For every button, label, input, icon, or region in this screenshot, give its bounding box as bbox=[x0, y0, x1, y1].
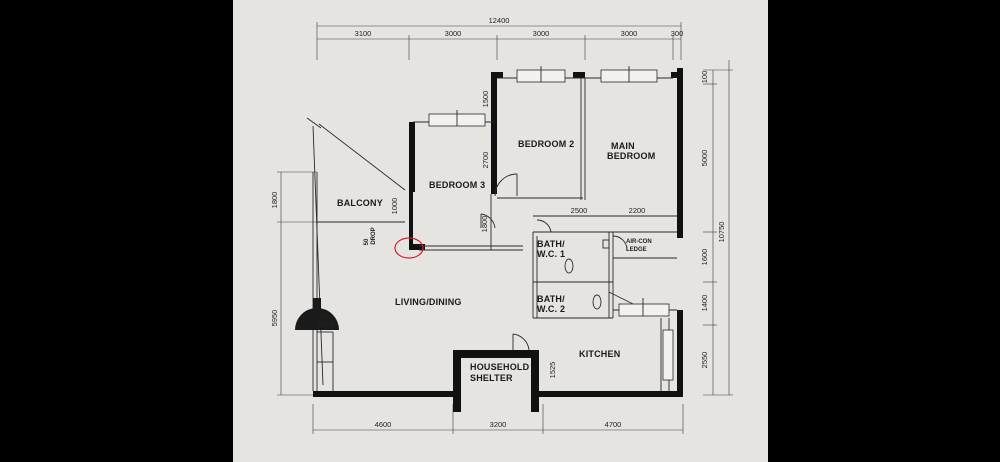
drop-notes: 50 DROP 100 DROP bbox=[318, 227, 377, 328]
dim-top-4: 3000 bbox=[621, 29, 638, 38]
dim-2500: 2500 bbox=[571, 206, 588, 215]
dim-2200: 2200 bbox=[629, 206, 646, 215]
dim-right-2: 5000 bbox=[700, 150, 709, 167]
note-100-drop: DROP bbox=[318, 322, 335, 328]
dim-right-4: 1400 bbox=[700, 295, 709, 312]
dim-right-1: 100 bbox=[700, 71, 709, 84]
dim-top-total: 12400 bbox=[489, 16, 510, 25]
dim-bottom-1: 4600 bbox=[375, 420, 392, 429]
right-dimensions: 100 5000 1600 1400 2550 10750 bbox=[700, 60, 733, 396]
dim-1000: 1000 bbox=[390, 198, 399, 215]
room-labels: BALCONY BEDROOM 3 BEDROOM 2 MAIN BEDROOM… bbox=[337, 139, 655, 383]
label-household-shelter-line2: SHELTER bbox=[470, 373, 513, 383]
inner-dimensions: 1500 2700 1000 1800 2500 2200 1525 bbox=[390, 91, 645, 379]
dim-1500: 1500 bbox=[481, 91, 490, 108]
label-aircon-ledge-line1: AIR-CON bbox=[626, 239, 652, 245]
label-bedroom-2: BEDROOM 2 bbox=[518, 139, 574, 149]
label-balcony: BALCONY bbox=[337, 198, 383, 208]
note-50-drop: DROP bbox=[371, 227, 377, 244]
label-main-bedroom-line2: BEDROOM bbox=[607, 151, 655, 161]
doors bbox=[480, 173, 634, 351]
top-dimensions: 12400 3100 3000 3000 3000 300 bbox=[316, 16, 684, 60]
note-100: 100 bbox=[319, 314, 330, 320]
dim-top-3: 3000 bbox=[533, 29, 550, 38]
walls bbox=[313, 68, 683, 412]
windows bbox=[428, 66, 674, 381]
dim-left-2: 5950 bbox=[270, 310, 279, 327]
note-50: 50 bbox=[364, 238, 370, 245]
dim-1525: 1525 bbox=[548, 362, 557, 379]
dim-2700: 2700 bbox=[481, 152, 490, 169]
label-bath-1-line1: BATH/ bbox=[537, 239, 565, 249]
dim-right-3: 1600 bbox=[700, 249, 709, 266]
dim-top-5: 300 bbox=[671, 29, 684, 38]
label-main-bedroom-line1: MAIN bbox=[611, 141, 635, 151]
dim-right-5: 2550 bbox=[700, 352, 709, 369]
label-household-shelter-line1: HOUSEHOLD bbox=[470, 362, 530, 372]
dim-top-2: 3000 bbox=[445, 29, 462, 38]
dim-bottom-3: 4700 bbox=[605, 420, 622, 429]
dim-left-1: 1800 bbox=[270, 192, 279, 209]
bottom-dimensions: 4600 3200 4700 bbox=[312, 404, 684, 434]
label-bath-1-line2: W.C. 1 bbox=[537, 249, 565, 259]
dim-1800: 1800 bbox=[480, 216, 489, 233]
bathroom-fixtures bbox=[564, 239, 610, 310]
dim-top-1: 3100 bbox=[355, 29, 372, 38]
dim-right-total: 10750 bbox=[717, 222, 726, 243]
label-aircon-ledge-line2: LEDGE bbox=[626, 247, 647, 253]
red-annotation-circle bbox=[394, 237, 424, 259]
floor-plan-drawing: 12400 3100 3000 3000 3000 300 4600 3200 … bbox=[270, 16, 733, 434]
floor-plan-sheet: 12400 3100 3000 3000 3000 300 4600 3200 … bbox=[233, 0, 768, 462]
dim-bottom-2: 3200 bbox=[490, 420, 507, 429]
label-bedroom-3: BEDROOM 3 bbox=[429, 180, 485, 190]
left-dimensions: 1800 5950 bbox=[270, 171, 317, 396]
label-kitchen: KITCHEN bbox=[579, 349, 620, 359]
label-bath-2-line2: W.C. 2 bbox=[537, 304, 565, 314]
drop-100-fixture bbox=[295, 298, 339, 330]
label-bath-2-line1: BATH/ bbox=[537, 294, 565, 304]
label-living-dining: LIVING/DINING bbox=[395, 297, 462, 307]
